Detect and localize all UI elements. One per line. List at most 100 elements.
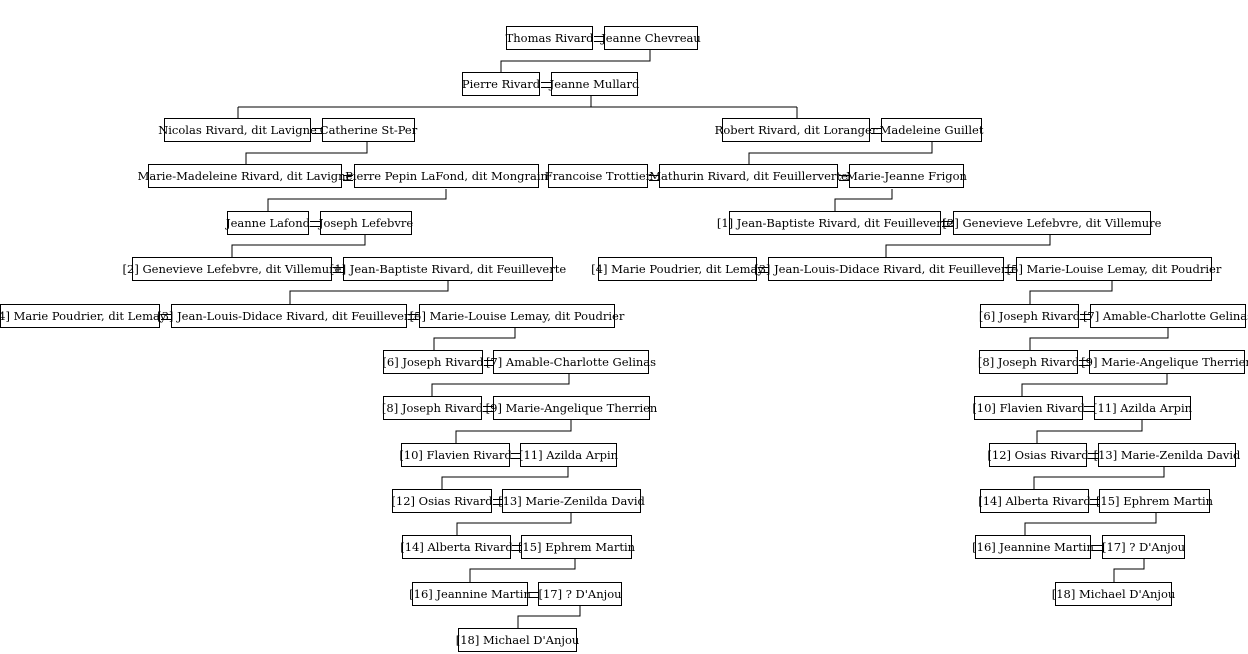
marriage-link: [310, 221, 320, 227]
person-box-d-anjou-17-right[interactable]: [17] ? D'Anjou: [1102, 535, 1185, 559]
connector: [1029, 281, 1113, 304]
marriage-link: [511, 453, 521, 459]
person-box-marie-angelique-therrien-9-left[interactable]: [9] Marie-Angelique Therrien: [486, 396, 657, 420]
person-box-michael-d-anjou-18-left[interactable]: [18] Michael D'Anjou: [456, 628, 579, 652]
connector: [1021, 374, 1168, 396]
marriage-link: [871, 128, 881, 134]
marriage-link: [493, 499, 503, 505]
connector: [455, 420, 572, 443]
person-box-jeannine-martin-16-left[interactable]: [16] Jeannine Martin: [409, 582, 531, 606]
marriage-link: [529, 592, 539, 598]
person-box-francoise-trottier[interactable]: Francoise Trottier: [545, 164, 651, 188]
connector: [441, 467, 569, 489]
marriage-link: [1080, 314, 1090, 320]
person-box-catherine-st-per[interactable]: Catherine St-Per: [320, 118, 417, 142]
person-box-robert-rivard[interactable]: Robert Rivard, dit Loranger: [715, 118, 877, 142]
marriage-link: [1090, 499, 1100, 505]
marriage-link: [408, 314, 418, 320]
marriage-link: [594, 36, 604, 42]
person-box-jean-louis-didace-rivard-3-left[interactable]: [3] Jean-Louis-Didace Rivard, dit Feuill…: [157, 304, 421, 328]
connector: [1029, 328, 1169, 350]
person-box-osias-rivard-12-right[interactable]: [12] Osias Rivard: [987, 443, 1089, 467]
person-box-genevieve-lefebvre-2-right[interactable]: [2] Genevieve Lefebvre, dit Villemure: [943, 211, 1161, 235]
person-box-joseph-rivard-8-left[interactable]: [8] Joseph Rivard: [382, 396, 483, 420]
marriage-link: [484, 360, 494, 366]
person-box-marie-poudrier-4-left[interactable]: [4] Marie Poudrier, dit Lemay: [0, 304, 166, 328]
person-box-jean-baptiste-rivard-1-left[interactable]: [1] Jean-Baptiste Rivard, dit Feuillever…: [330, 257, 566, 281]
person-box-michael-d-anjou-18-right[interactable]: [18] Michael D'Anjou: [1052, 582, 1175, 606]
marriage-link: [161, 314, 171, 320]
marriage-link: [483, 406, 493, 412]
person-box-jeanne-lafond[interactable]: Jeanne Lafond: [226, 211, 310, 235]
person-box-flavien-rivard-10-left[interactable]: [10] Flavien Rivard: [399, 443, 512, 467]
person-box-mathurin-rivard[interactable]: Mathurin Rivard, dit Feuillerverte: [649, 164, 848, 188]
person-box-marie-angelique-therrien-9-right[interactable]: [9] Marie-Angelique Therrien: [1081, 350, 1248, 374]
person-box-ephrem-martin-15-left[interactable]: [15] Ephrem Martin: [518, 535, 635, 559]
person-box-marie-louise-lemay-5-left[interactable]: [5] Marie-Louise Lemay, dit Poudrier: [410, 304, 624, 328]
person-box-marie-louise-lemay-5-right[interactable]: [5] Marie-Louise Lemay, dit Poudrier: [1007, 257, 1221, 281]
marriage-link: [839, 175, 849, 181]
marriage-link: [649, 175, 659, 181]
person-box-ephrem-martin-15-right[interactable]: [15] Ephrem Martin: [1096, 489, 1213, 513]
connector: [289, 281, 449, 304]
connector: [245, 142, 368, 164]
person-box-madeleine-guillet[interactable]: Madeleine Guillet: [880, 118, 983, 142]
person-box-marie-zenilda-david-13-left[interactable]: [13] Marie-Zenilda David: [498, 489, 645, 513]
marriage-link: [1084, 406, 1094, 412]
person-box-jeanne-chevreau[interactable]: Jeanne Chevreau: [601, 26, 701, 50]
marriage-link: [1079, 360, 1089, 366]
person-box-joseph-lefebvre[interactable]: Joseph Lefebvre: [319, 211, 413, 235]
person-box-joseph-rivard-8-right[interactable]: [8] Joseph Rivard: [978, 350, 1079, 374]
connector: [456, 513, 572, 535]
connector: [469, 559, 576, 582]
marriage-link: [512, 545, 522, 551]
marriage-link: [541, 82, 551, 88]
marriage-link: [333, 267, 343, 273]
connector: [517, 606, 581, 628]
person-box-marie-jeanne-frigon[interactable]: Marie-Jeanne Frigon: [846, 164, 967, 188]
marriage-link: [1005, 267, 1015, 273]
person-box-marie-zenilda-david-13-right[interactable]: [13] Marie-Zenilda David: [1094, 443, 1240, 467]
person-box-marie-madeleine-rivard[interactable]: Marie-Madeleine Rivard, dit Lavigne: [138, 164, 352, 188]
person-box-jeanne-mullard[interactable]: Jeanne Mullard: [550, 72, 639, 96]
connector: [885, 235, 1051, 257]
connector: [431, 374, 570, 396]
connector: [834, 189, 893, 211]
person-box-thomas-rivard[interactable]: Thomas Rivard: [506, 26, 593, 50]
person-box-d-anjou-17-left[interactable]: [17] ? D'Anjou: [538, 582, 622, 606]
person-box-pierre-rivard[interactable]: Pierre Rivard: [462, 72, 540, 96]
connector: [231, 235, 366, 257]
connector: [748, 142, 933, 164]
person-box-nicolas-rivard[interactable]: Nicolas Rivard, dit Lavigne: [158, 118, 317, 142]
marriage-link: [1088, 453, 1098, 459]
person-box-flavien-rivard-10-right[interactable]: [10] Flavien Rivard: [972, 396, 1085, 420]
marriage-link: [343, 175, 353, 181]
marriage-link: [312, 128, 322, 134]
connector: [1033, 467, 1165, 489]
person-box-azilda-arpin-11-left[interactable]: [11] Azilda Arpin: [519, 443, 618, 467]
person-box-amable-charlotte-gelinas-7-right[interactable]: [7] Amable-Charlotte Gelinas: [1083, 304, 1248, 328]
connector: [433, 328, 516, 350]
person-box-amable-charlotte-gelinas-7-left[interactable]: [7] Amable-Charlotte Gelinas: [486, 350, 656, 374]
marriage-link: [942, 221, 952, 227]
person-box-jean-baptiste-rivard-1-right[interactable]: [1] Jean-Baptiste Rivard, dit Feuillever…: [717, 211, 953, 235]
marriage-link: [1092, 545, 1102, 551]
person-box-marie-poudrier-4-right[interactable]: [4] Marie Poudrier, dit Lemay: [591, 257, 764, 281]
person-box-joseph-rivard-6-left[interactable]: [6] Joseph Rivard: [382, 350, 484, 374]
person-box-alberta-rivard-14-right[interactable]: [14] Alberta Rivard: [978, 489, 1091, 513]
connector: [1113, 559, 1145, 582]
connector: [267, 189, 447, 211]
connector: [1036, 420, 1143, 443]
person-box-alberta-rivard-14-left[interactable]: [14] Alberta Rivard: [400, 535, 513, 559]
person-box-genevieve-lefebvre-2-left[interactable]: [2] Genevieve Lefebvre, dit Villemure: [123, 257, 341, 281]
person-box-azilda-arpin-11-right[interactable]: [11] Azilda Arpin: [1093, 396, 1192, 420]
person-box-pierre-pepin-lafond[interactable]: Pierre Pepin LaFond, dit Mongrain: [345, 164, 548, 188]
person-box-jean-louis-didace-rivard-3-right[interactable]: [3] Jean-Louis-Didace Rivard, dit Feuill…: [754, 257, 1018, 281]
connector: [500, 50, 651, 72]
person-box-jeannine-martin-16-right[interactable]: [16] Jeannine Martin: [972, 535, 1094, 559]
person-box-joseph-rivard-6-right[interactable]: [6] Joseph Rivard: [979, 304, 1080, 328]
marriage-link: [758, 267, 768, 273]
person-box-osias-rivard-12-left[interactable]: [12] Osias Rivard: [391, 489, 493, 513]
